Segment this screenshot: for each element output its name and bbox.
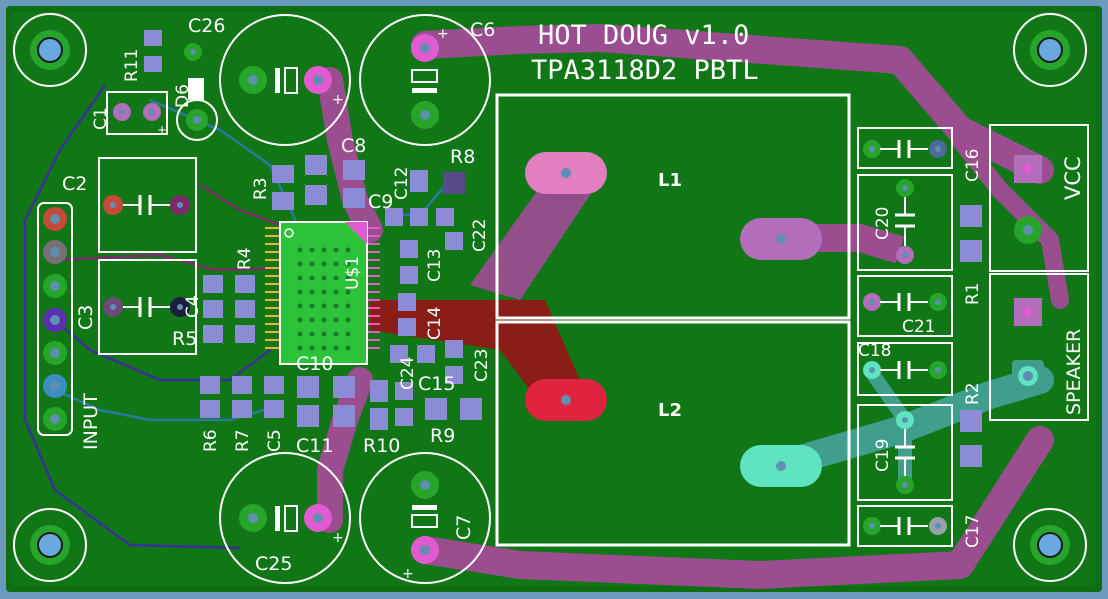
u1-label: U$1 — [343, 256, 363, 290]
r2-label: R2 — [963, 382, 983, 405]
svg-text:C4: C4 — [183, 295, 203, 318]
c2-label: C2 — [62, 173, 87, 195]
vcc-terminal: VCC — [989, 124, 1089, 272]
svg-text:C5: C5 — [265, 429, 285, 452]
svg-text:C22: C22 — [470, 218, 490, 252]
cap-c6: + C6 — [359, 14, 495, 146]
l1-label: L1 — [658, 170, 682, 191]
input-pin-6 — [43, 374, 67, 398]
input-pin-2 — [43, 240, 67, 264]
input-pin-7 — [43, 407, 67, 431]
mounting-hole-tr — [1013, 13, 1087, 87]
svg-text:C11: C11 — [296, 435, 333, 457]
cap-c26: + — [219, 14, 351, 146]
board-title: HOT DOUG v1.0 — [538, 20, 749, 51]
mounting-hole-tl — [13, 13, 87, 87]
mounting-hole-bl — [13, 508, 87, 582]
svg-text:R9: R9 — [430, 425, 455, 447]
svg-text:C9: C9 — [368, 191, 393, 213]
svg-text:R8: R8 — [450, 146, 475, 168]
mounting-hole-br — [1013, 508, 1087, 582]
svg-text:R3: R3 — [251, 177, 271, 200]
svg-text:+: + — [402, 566, 414, 582]
inductor-l2: L2 — [495, 320, 851, 547]
svg-text:C24: C24 — [398, 356, 418, 390]
c16-label: C16 — [963, 148, 983, 182]
diode-d6: D6 C26 — [173, 15, 225, 141]
mounting-holes — [13, 13, 1087, 582]
inductor-l1: L1 — [495, 93, 851, 320]
svg-text:C13: C13 — [425, 248, 445, 282]
input-label: INPUT — [80, 393, 102, 450]
trace-l1 — [470, 180, 600, 300]
r11-label: R11 — [122, 49, 142, 82]
input-pin-3 — [43, 274, 67, 298]
cap-c1: + C1 — [91, 91, 168, 137]
svg-text:+: + — [437, 26, 449, 42]
c19-label: C19 — [873, 438, 893, 472]
speaker-terminal: SPEAKER — [989, 273, 1089, 421]
vcc-label: VCC — [1061, 156, 1085, 200]
refdes-labels: R3 C8 C9 C12 R8 C22 C13 C14 C23 C24 C15 … — [172, 135, 492, 457]
svg-text:R5: R5 — [172, 328, 197, 350]
smd-pads — [200, 155, 982, 467]
input-pin-5 — [43, 341, 67, 365]
input-header: INPUT — [37, 202, 102, 450]
svg-text:+: + — [157, 123, 167, 137]
board-subtitle: TPA3118D2 PBTL — [531, 55, 759, 86]
c18-label: C18 — [858, 341, 892, 361]
c17-label: C17 — [963, 514, 983, 548]
input-pin-4 — [43, 308, 67, 332]
svg-text:R7: R7 — [233, 429, 253, 452]
cap-c2: C2 — [62, 157, 197, 253]
d6-label: D6 — [173, 84, 193, 108]
svg-text:+: + — [332, 92, 344, 108]
cap-c19: C19 — [857, 404, 953, 501]
svg-text:R10: R10 — [363, 435, 400, 457]
c7-label: C7 — [453, 515, 475, 540]
c25-label: C25 — [255, 553, 292, 575]
cap-c17: C17 — [857, 505, 983, 548]
svg-text:+: + — [332, 530, 344, 546]
cap-c7: + C7 — [359, 452, 491, 584]
svg-text:C12: C12 — [392, 166, 412, 200]
ic-u1: U$1 C10 — [265, 221, 380, 375]
cap-c3: C3 — [75, 259, 197, 355]
cap-c18: C18 — [857, 341, 953, 396]
cap-c20: C20 — [857, 174, 953, 271]
svg-text:R6: R6 — [201, 429, 221, 452]
svg-text:C23: C23 — [472, 348, 492, 382]
c26-label: C26 — [188, 15, 225, 37]
c1-label: C1 — [91, 107, 111, 130]
r1-label: R1 — [963, 282, 983, 305]
res-r11: R11 — [122, 30, 162, 82]
trace-l2 — [370, 300, 580, 410]
svg-text:C15: C15 — [418, 373, 455, 395]
c10-label: C10 — [296, 353, 333, 375]
l2-label: L2 — [658, 400, 682, 421]
svg-text:R4: R4 — [235, 247, 255, 270]
c3-label: C3 — [75, 305, 97, 330]
svg-text:C8: C8 — [341, 135, 366, 157]
speaker-label: SPEAKER — [1063, 329, 1085, 415]
c6-label: C6 — [470, 19, 495, 41]
c20-label: C20 — [873, 206, 893, 240]
input-pin-1 — [43, 207, 67, 231]
c21-label: C21 — [902, 317, 936, 337]
svg-text:C14: C14 — [425, 306, 445, 340]
cap-c21: C21 — [857, 275, 953, 337]
cap-c16: C16 — [857, 127, 983, 182]
cap-c25: + C25 — [219, 452, 351, 584]
